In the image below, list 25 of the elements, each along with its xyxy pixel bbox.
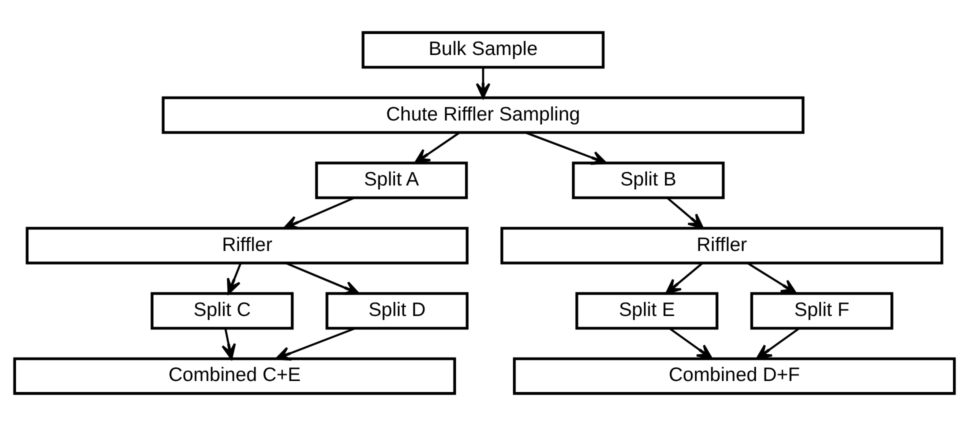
node-box: Combined C+E xyxy=(13,356,456,394)
node-box: Split B xyxy=(572,161,725,199)
arrow xyxy=(226,262,242,294)
arrow xyxy=(476,67,490,98)
arrow xyxy=(283,196,355,229)
arrow xyxy=(222,328,236,360)
arrow xyxy=(665,262,704,294)
node-box: Riffler xyxy=(500,226,944,264)
arrow xyxy=(275,326,356,360)
arrow xyxy=(756,326,800,359)
node-box: Split C xyxy=(150,292,294,330)
node-box: Chute Riffler Sampling xyxy=(162,96,804,134)
arrow xyxy=(525,131,607,164)
arrow xyxy=(285,262,360,294)
node-box: Split E xyxy=(575,292,718,330)
node-box: Riffler xyxy=(26,226,469,264)
node-box: Combined D+F xyxy=(512,356,956,394)
node-box: Bulk Sample xyxy=(362,30,605,68)
node-box: Split A xyxy=(315,161,468,199)
node-box: Split F xyxy=(750,292,894,330)
arrow xyxy=(668,326,713,359)
arrow xyxy=(747,262,797,294)
node-box: Split D xyxy=(326,292,469,330)
arrow xyxy=(414,131,460,164)
arrow xyxy=(666,196,704,229)
